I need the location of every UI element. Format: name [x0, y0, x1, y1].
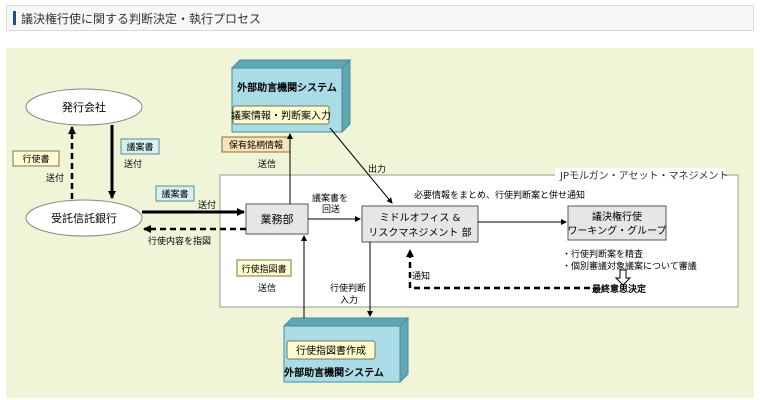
ext-top-box-side: [341, 58, 351, 134]
arrow-wg-notify-dashed: [406, 249, 590, 290]
holdings-label: 保有銘柄情報: [229, 139, 283, 151]
vote-doc-tag: [12, 150, 60, 167]
final-decision-down-arrow: [614, 269, 632, 286]
issuer-ellipse: [25, 88, 143, 126]
wg-note-1: ・行使判断案を精査: [562, 248, 643, 260]
jpm-group-box: [219, 174, 739, 308]
working-group-label-1: 議決権行使: [592, 210, 642, 223]
ext-top-box-top: [230, 59, 352, 69]
final-decision-label: 最終意思決定: [592, 283, 647, 295]
middle-office-label-2: リスクマネジメント 部: [368, 226, 471, 239]
judge-input-1: 行使判断: [330, 282, 366, 294]
working-group-label-2: ワーキング・グループ: [567, 224, 666, 237]
jpm-label: JPモルガン・アセット・マネジメント: [559, 170, 728, 182]
biz-dept-label: 業務部: [261, 212, 294, 226]
notify-label: 通知: [412, 270, 430, 282]
output-label: 出力: [368, 163, 386, 175]
proposal-return-1: 議案書を: [312, 192, 348, 204]
vote-doc-label: 行使書: [22, 153, 49, 165]
proposal-doc-mid-send: 送付: [198, 199, 216, 211]
ext-top-inner-label: 議案情報・判断案入力: [231, 109, 331, 122]
proposal-doc-mid-label: 議案書: [161, 188, 188, 200]
wg-note-2: ・個別審議対象議案について審議: [562, 260, 697, 272]
instr-doc-label: 行使指図書: [241, 263, 286, 275]
proposal-doc-mid-tag: [155, 185, 195, 202]
issuer-label: 発行会社: [62, 100, 106, 114]
ext-bottom-inner-label: 行使指図書作成: [296, 344, 366, 357]
middle-office-box: [361, 205, 479, 243]
jpm-label-bg: [555, 168, 725, 182]
ext-bottom-box-side: [399, 316, 409, 384]
middle-office-label-1: ミドルオフィス &: [380, 212, 461, 224]
trust-bank-label: 受託信託銀行: [51, 211, 117, 225]
ext-bottom-title: 外部助言機関システム: [283, 366, 384, 379]
proposal-doc-top-tag: [120, 138, 160, 155]
holdings-send: 送信: [258, 158, 276, 170]
proposal-return-2: 回送: [322, 203, 340, 215]
working-group-box: [567, 205, 667, 241]
judge-input-2: 入力: [340, 294, 358, 306]
biz-dept-box: [245, 203, 309, 235]
section-header: 議決権行使に関する判断決定・執行プロセス: [6, 5, 754, 31]
page-title: 議決権行使に関する判断決定・執行プロセス: [21, 12, 262, 26]
ext-bottom-inner-box: [286, 340, 376, 360]
arrow-ext-to-middle: [329, 127, 393, 204]
ext-bottom-box-top: [282, 317, 410, 327]
instr-doc-send: 送信: [258, 282, 276, 294]
proposal-doc-top-label: 議案書: [126, 141, 153, 153]
instr-doc-tag: [236, 259, 292, 277]
info-summary-label: 必要情報をまとめ、行使判断案と併せ通知: [414, 189, 585, 201]
proposal-doc-top-send: 送付: [124, 158, 142, 170]
trust-bank-ellipse: [25, 199, 143, 237]
instruct-label: 行使内容を指図: [148, 235, 211, 247]
ext-top-inner-box: [232, 105, 330, 125]
vote-doc-send: 送付: [46, 172, 64, 184]
header-accent-bar: [13, 11, 16, 25]
ext-top-title: 外部助言機関システム: [236, 81, 337, 94]
